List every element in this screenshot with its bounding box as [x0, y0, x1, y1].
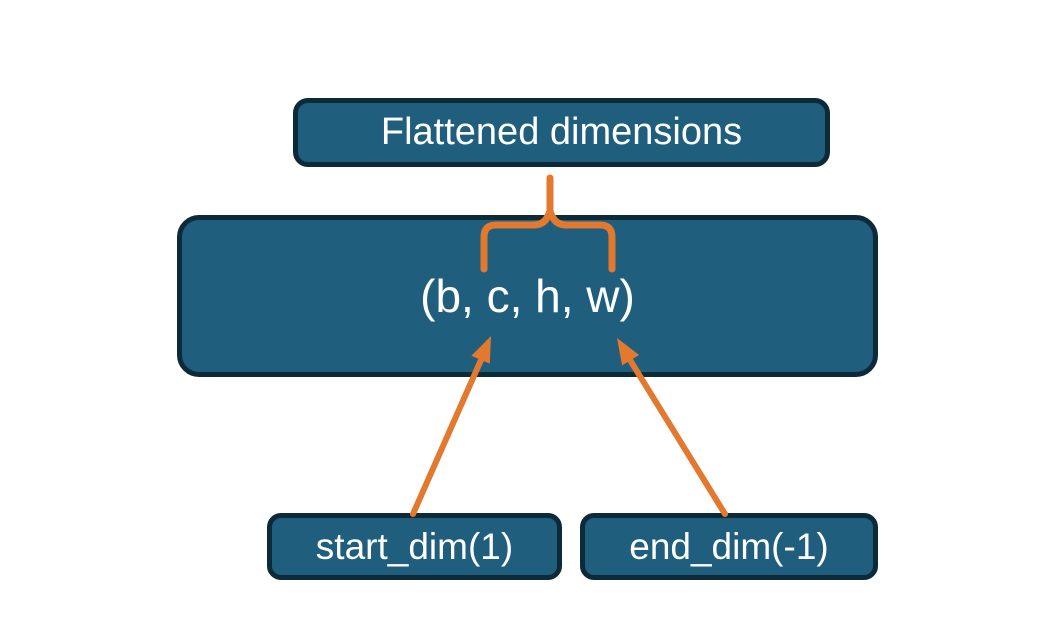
start-dim-arrow-line	[410, 357, 484, 517]
start-dim-box: start_dim(1)	[267, 513, 562, 580]
tensor-shape-label: (b, c, h, w)	[420, 270, 635, 322]
end-dim-box: end_dim(-1)	[580, 513, 878, 580]
tensor-shape-box: (b, c, h, w)	[177, 215, 878, 377]
start-dim-label: start_dim(1)	[315, 525, 514, 567]
flattened-dimensions-box: Flattened dimensions	[293, 98, 830, 167]
end-dim-arrow-line	[627, 357, 728, 517]
end-dim-label: end_dim(-1)	[629, 525, 829, 567]
flattened-dimensions-label: Flattened dimensions	[380, 111, 743, 153]
